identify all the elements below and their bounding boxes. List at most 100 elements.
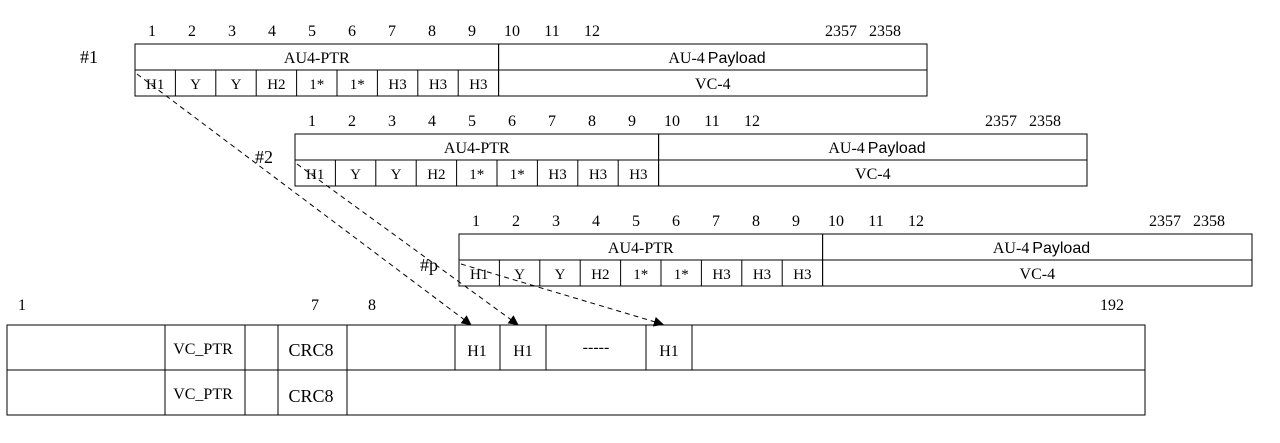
- vc-label-f2: VC-4: [855, 166, 891, 183]
- vc-box-f1: [498, 69, 928, 97]
- frame-label-f2: #2: [255, 147, 273, 167]
- vc-box-fp: [822, 259, 1253, 287]
- byte-cell-fp-3: H2: [591, 267, 609, 283]
- bottom-row2-cell-1: CRC8: [288, 386, 333, 406]
- byte-cell-fp-5: 1*: [674, 267, 689, 283]
- bottom-row1-cell-2: H1: [467, 343, 487, 360]
- h1-mapping-arrow-2: [296, 163, 519, 326]
- payload-word-f2: Payload: [868, 140, 926, 157]
- payload-prefix-f2: AU-4: [828, 140, 864, 157]
- byte-cell-f2-1: Y: [350, 167, 361, 183]
- payload-word-f1: Payload: [708, 50, 766, 67]
- bottom-row1-cell-3: H1: [513, 343, 533, 360]
- index-label-f1-8: 9: [468, 23, 476, 40]
- frame-label-fp: #p: [420, 255, 438, 275]
- ptr-title-fp: AU4-PTR: [608, 240, 674, 257]
- index-label-f1-0: 1: [148, 23, 156, 40]
- index-label-f1-10: 11: [544, 23, 559, 40]
- index-label-fp-5: 6: [672, 213, 680, 230]
- payload-prefix-fp: AU-4: [993, 240, 1029, 257]
- h1-mapping-arrow-1: [136, 73, 472, 326]
- index-label-fp-7: 8: [752, 213, 760, 230]
- index-label-f1-13: 2358: [869, 23, 901, 40]
- byte-cell-f2-5: 1*: [510, 167, 525, 183]
- index-label-f2-7: 8: [588, 113, 596, 130]
- index-label-f1-2: 3: [228, 23, 236, 40]
- byte-cell-f1-4: 1*: [309, 77, 324, 93]
- index-label-f1-3: 4: [268, 23, 276, 40]
- byte-cell-f2-4: 1*: [469, 167, 484, 183]
- byte-cell-f1-5: 1*: [350, 77, 365, 93]
- vc-label-fp: VC-4: [1020, 266, 1056, 283]
- byte-cell-fp-2: Y: [555, 267, 566, 283]
- index-label-f2-5: 6: [508, 113, 516, 130]
- ptr-title-f1: AU4-PTR: [284, 50, 350, 67]
- index-label-f2-4: 5: [468, 113, 476, 130]
- index-label-f2-0: 1: [308, 113, 316, 130]
- index-label-f2-1: 2: [348, 113, 356, 130]
- byte-cell-f2-8: H3: [629, 167, 647, 183]
- byte-cell-f1-7: H3: [429, 77, 447, 93]
- h1-mapping-arrow-3: [460, 263, 664, 327]
- index-label-fp-0: 1: [472, 213, 480, 230]
- bottom-col-label-2: 8: [368, 297, 376, 314]
- index-label-f2-6: 7: [548, 113, 556, 130]
- index-label-f2-11: 12: [744, 113, 760, 130]
- index-label-fp-11: 12: [908, 213, 924, 230]
- bottom-row2-cell-0: VC_PTR: [173, 386, 233, 403]
- index-label-f1-11: 12: [584, 23, 600, 40]
- byte-cell-f2-6: H3: [548, 167, 566, 183]
- bottom-row1-cell-0: VC_PTR: [173, 341, 233, 358]
- index-label-f2-12: 2357: [985, 113, 1017, 130]
- payload-prefix-f1: AU-4: [668, 50, 704, 67]
- index-label-f2-13: 2358: [1029, 113, 1061, 130]
- index-label-fp-1: 2: [512, 213, 520, 230]
- bottom-row1-cell-5: H1: [659, 343, 679, 360]
- index-label-fp-9: 10: [828, 213, 844, 230]
- index-label-fp-8: 9: [792, 213, 800, 230]
- index-label-f1-5: 6: [348, 23, 356, 40]
- index-label-fp-3: 4: [592, 213, 600, 230]
- byte-cell-fp-6: H3: [712, 267, 730, 283]
- index-label-f1-9: 10: [504, 23, 520, 40]
- byte-cell-f1-3: H2: [267, 77, 285, 93]
- byte-cell-fp-8: H3: [793, 267, 811, 283]
- byte-cell-fp-0: H1: [470, 267, 488, 283]
- bottom-col-label-1: 7: [311, 297, 319, 314]
- payload-word-fp: Payload: [1032, 240, 1090, 257]
- index-label-f1-7: 8: [428, 23, 436, 40]
- byte-cell-f2-2: Y: [391, 167, 402, 183]
- index-label-fp-4: 5: [632, 213, 640, 230]
- index-label-fp-12: 2357: [1149, 213, 1181, 230]
- index-label-f2-2: 3: [388, 113, 396, 130]
- ptr-title-f2: AU4-PTR: [444, 140, 510, 157]
- index-label-f2-8: 9: [628, 113, 636, 130]
- index-label-f1-12: 2357: [825, 23, 857, 40]
- index-label-fp-13: 2358: [1193, 213, 1225, 230]
- index-label-f2-9: 10: [664, 113, 680, 130]
- index-label-fp-10: 11: [868, 213, 883, 230]
- byte-cell-fp-7: H3: [753, 267, 771, 283]
- bottom-col-label-3: 192: [1100, 297, 1124, 314]
- byte-cell-f1-2: Y: [231, 77, 242, 93]
- bottom-col-label-0: 1: [18, 297, 26, 314]
- vc-label-f1: VC-4: [695, 76, 731, 93]
- bottom-row1-cell-1: CRC8: [288, 340, 333, 360]
- index-label-fp-6: 7: [712, 213, 720, 230]
- byte-cell-f1-1: Y: [190, 77, 201, 93]
- byte-cell-fp-4: 1*: [633, 267, 648, 283]
- byte-cell-f2-0: H1: [306, 167, 324, 183]
- byte-cell-f1-8: H3: [469, 77, 487, 93]
- bottom-row-2: [6, 369, 1146, 416]
- byte-cell-fp-1: Y: [514, 267, 525, 283]
- index-label-f1-1: 2: [188, 23, 196, 40]
- index-label-fp-2: 3: [552, 213, 560, 230]
- index-label-f1-6: 7: [388, 23, 396, 40]
- byte-cell-f2-7: H3: [589, 167, 607, 183]
- vc-box-f2: [658, 159, 1088, 187]
- index-label-f1-4: 5: [308, 23, 316, 40]
- byte-cell-f1-0: H1: [146, 77, 164, 93]
- index-label-f2-3: 4: [428, 113, 436, 130]
